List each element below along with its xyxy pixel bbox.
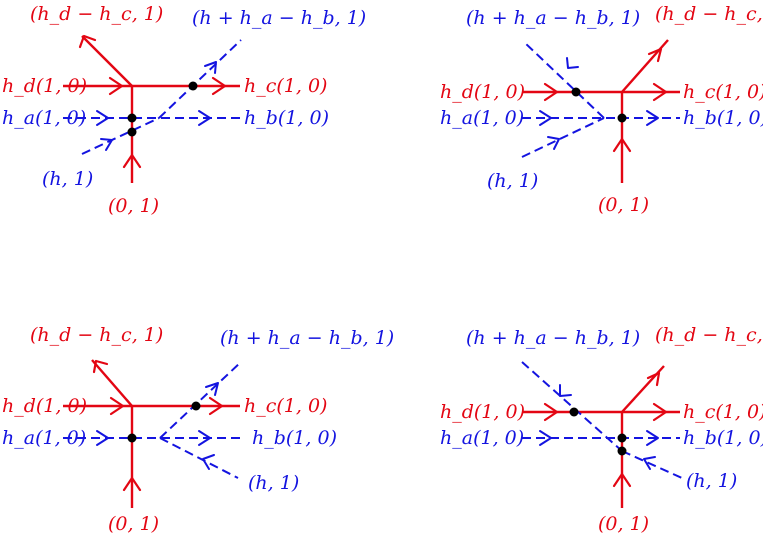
arrowhead-top-blue	[205, 382, 219, 396]
label-top-blue: (h + h_a − h_b, 1)	[220, 327, 394, 349]
arrowhead-hc-out	[652, 402, 668, 422]
vertex	[571, 87, 581, 97]
arrowhead-hc-out	[652, 82, 668, 102]
blue-line-diagonal	[523, 41, 605, 119]
label-ha-in: h_a(1, 0)	[440, 107, 524, 129]
arrowhead-hb-out	[646, 110, 659, 126]
arrowhead-bottom-up	[122, 476, 142, 492]
label-hc-out: h_c(1, 0)	[244, 395, 327, 417]
arrowhead-top-red	[92, 359, 109, 374]
vertex	[569, 407, 579, 417]
label-top-blue: (h + h_a − h_b, 1)	[192, 7, 366, 29]
label-top-red: (h_d − h_c, 1)	[655, 324, 763, 346]
label-hc-out: h_c(1, 0)	[683, 401, 763, 423]
arrowhead-h-in	[547, 136, 560, 150]
label-ha-in: h_a(1, 0)	[2, 107, 86, 129]
label-top-red: (h_d − h_c, 1)	[655, 3, 763, 25]
label-ha-in: h_a(1, 0)	[440, 427, 524, 449]
diagram-3: (h_d − h_c, 1) (h + h_a − h_b, 1) h_d(1,…	[2, 324, 394, 535]
label-hb-out: h_b(1, 0)	[683, 427, 763, 449]
blue-line-diagonal	[158, 39, 242, 119]
arrowhead-bottom-up	[122, 153, 142, 169]
vertex	[617, 113, 627, 123]
arrowhead-hd-in	[543, 402, 559, 422]
arrowhead-hc-out	[211, 76, 227, 96]
arrowhead-h-in	[100, 138, 113, 151]
arrowhead-top-blue	[204, 61, 217, 74]
vertex	[127, 127, 137, 137]
label-hc-out: h_c(1, 0)	[683, 81, 763, 103]
diagram-1: (h_d − h_c, 1) (h + h_a − h_b, 1) h_d(1,…	[2, 3, 366, 217]
label-hb-out: h_b(1, 0)	[252, 427, 337, 449]
label-hd-in: h_d(1, 0)	[2, 75, 87, 97]
arrowhead-ha-in	[539, 110, 552, 126]
label-bottom: (0, 1)	[598, 194, 649, 216]
label-top-red: (h_d − h_c, 1)	[30, 324, 163, 346]
arrowhead-top-blue	[566, 57, 579, 69]
label-ha-in: h_a(1, 0)	[2, 427, 86, 449]
label-hd-in: h_d(1, 0)	[440, 401, 525, 423]
blue-line-long	[521, 361, 623, 452]
arrowhead-h-in	[202, 454, 215, 470]
vertex	[127, 113, 137, 123]
arrowhead-top-red	[647, 47, 663, 63]
blue-line-h	[159, 437, 239, 479]
blue-line-h	[521, 117, 605, 158]
arrowhead-ha-in	[96, 110, 109, 126]
label-h-in: (h, 1)	[686, 470, 737, 492]
label-bottom: (0, 1)	[108, 513, 159, 535]
red-line-diagonal	[81, 35, 133, 87]
blue-line-diagonal	[159, 361, 242, 439]
label-top-blue: (h + h_a − h_b, 1)	[466, 7, 640, 29]
arrowhead-hb-out	[646, 430, 659, 446]
arrowhead-top-red	[646, 371, 661, 387]
label-bottom: (0, 1)	[598, 513, 649, 535]
label-bottom: (0, 1)	[108, 195, 159, 217]
label-top-blue: (h + h_a − h_b, 1)	[466, 327, 640, 349]
arrowhead-hb-out	[198, 430, 211, 446]
vertex	[617, 446, 627, 456]
arrowhead-h-in	[643, 456, 656, 470]
vertex	[617, 433, 627, 443]
label-hb-out: h_b(1, 0)	[683, 107, 763, 129]
arrowhead-bottom-up	[612, 137, 632, 153]
arrowhead-hc-out	[208, 396, 224, 416]
label-hd-in: h_d(1, 0)	[440, 81, 525, 103]
arrowhead-top-blue	[559, 384, 572, 397]
vertex	[127, 433, 137, 443]
label-top-red: (h_d − h_c, 1)	[30, 3, 163, 25]
red-line-diagonal	[91, 359, 133, 407]
vertex	[188, 81, 198, 91]
arrowhead-hb-out	[198, 110, 211, 126]
label-hb-out: h_b(1, 0)	[244, 107, 329, 129]
label-hc-out: h_c(1, 0)	[244, 75, 327, 97]
label-h-in: (h, 1)	[248, 472, 299, 494]
arrowhead-ha-in	[539, 430, 552, 446]
arrowhead-bottom-up	[612, 472, 632, 488]
arrowhead-hd-in	[543, 82, 559, 102]
label-hd-in: h_d(1, 0)	[2, 395, 87, 417]
arrowhead-ha-in	[96, 430, 109, 446]
label-h-in: (h, 1)	[487, 170, 538, 192]
arrowhead-hd-in	[109, 396, 125, 416]
vertex	[191, 401, 201, 411]
blue-line-h	[621, 450, 683, 479]
arrowhead-top-red	[78, 34, 97, 49]
red-line-diagonal	[621, 39, 669, 93]
arrowhead-hd-in	[108, 76, 124, 96]
blue-line-h	[81, 117, 160, 155]
diagram-2: (h + h_a − h_b, 1) (h_d − h_c, 1) h_d(1,…	[440, 3, 763, 216]
diagram-4: (h + h_a − h_b, 1) (h_d − h_c, 1) h_d(1,…	[440, 324, 763, 535]
label-h-in: (h, 1)	[42, 168, 93, 190]
